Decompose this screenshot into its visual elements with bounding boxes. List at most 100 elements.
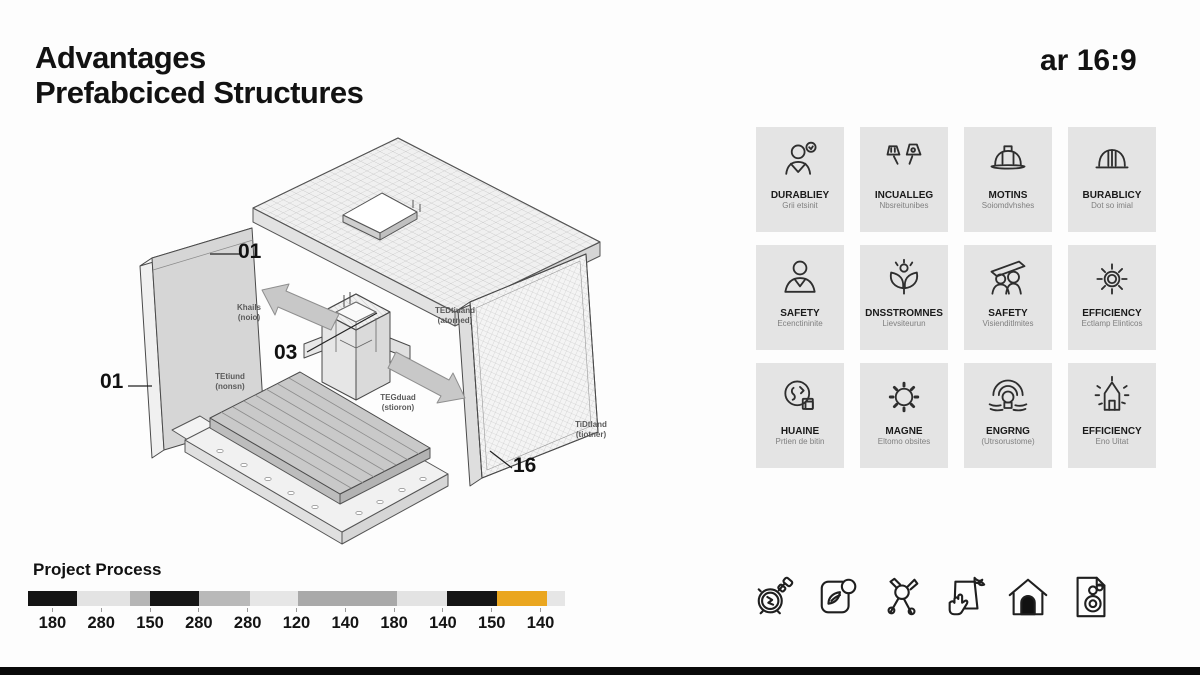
feature-card-title: EFFICIENCY: [1082, 308, 1142, 319]
person-arcs-icon: [985, 373, 1031, 421]
title-line-1: Advantages: [35, 40, 206, 75]
diagram-annotation: TEDtiuand(atorned): [435, 306, 475, 326]
timeline-label-cell: 120: [272, 608, 321, 633]
right-facade-panel: [457, 253, 599, 487]
timeline-tick: [100, 608, 102, 612]
timeline-value: 140: [429, 614, 457, 632]
feature-card-subtitle: Ecenctininite: [777, 319, 823, 328]
timeline-value: 150: [136, 614, 164, 632]
timeline-segment: [130, 591, 150, 606]
timeline-label-cell: 180: [28, 608, 77, 633]
timeline-tick: [149, 608, 151, 612]
timeline-segment: [497, 591, 547, 606]
feature-card-subtitle: Grii etsinit: [782, 201, 818, 210]
feature-card-subtitle: Eltomo obsites: [877, 437, 931, 446]
feature-card-subtitle: Nbsreitunibes: [879, 201, 929, 210]
timeline-value: 120: [282, 614, 311, 632]
pliers-icon: [878, 570, 926, 624]
feature-card-subtitle: Soiomdvhshes: [981, 201, 1035, 210]
timeline-tick: [540, 608, 542, 612]
feature-card[interactable]: ENGRNG(Utrsorustome): [964, 363, 1052, 468]
timeline-segment: [77, 591, 130, 606]
bottom-black-bar: [0, 667, 1200, 675]
exploded-structure-diagram: [128, 137, 601, 545]
feature-card-title: BURABLICY: [1082, 190, 1142, 201]
floor-slab: [171, 371, 449, 545]
timeline-tick: [51, 608, 53, 612]
timeline-tick: [247, 608, 249, 612]
arrow-right-icon: [387, 351, 466, 404]
feature-card-title: SAFETY: [780, 308, 820, 319]
timeline-label-cell: 180: [370, 608, 419, 633]
feature-card-title: DNSSTROMNES: [865, 308, 943, 319]
timeline-title: Project Process: [33, 560, 162, 579]
feature-card-title: HUAINE: [780, 426, 820, 437]
gear-icon: [881, 373, 927, 421]
timeline-value: 140: [331, 614, 360, 632]
timeline-bar: [28, 591, 565, 606]
doc-leaf-icon: [815, 570, 863, 624]
timeline-label-cell: 150: [126, 608, 175, 633]
note-hand-icon: [941, 570, 989, 624]
feature-card-subtitle: Dot so imial: [1091, 201, 1133, 210]
timeline-segment: [150, 591, 199, 606]
timeline-label-cell: 280: [77, 608, 126, 633]
hardhat-knob-icon: [985, 137, 1031, 185]
left-wall-panel: [139, 227, 265, 459]
timeline-value: 150: [477, 614, 506, 632]
leader-lines: [128, 253, 513, 469]
timeline-tick: [295, 608, 297, 612]
timeline-segment: [397, 591, 447, 606]
feature-card-subtitle: (Utrsorustome): [981, 437, 1035, 446]
timeline-label-cell: 280: [223, 608, 272, 633]
lamps-icon: [881, 137, 927, 185]
connector-cube: [303, 292, 411, 401]
plant-icon: [881, 255, 927, 303]
timeline-label-cell: 140: [321, 608, 370, 633]
part-number-label: 01: [100, 370, 124, 393]
timeline-tick: [344, 608, 346, 612]
assembly-arrows: [261, 283, 466, 404]
feature-card-subtitle: Visienditlmites: [982, 319, 1034, 328]
arrow-left-icon: [261, 283, 340, 331]
house-rays-icon: [1089, 373, 1135, 421]
hardhat-ribs-icon: [1089, 137, 1135, 185]
timeline-segment: [28, 591, 77, 606]
footer-icon-row: [752, 570, 1115, 624]
feature-card-title: DURABLIEY: [770, 190, 830, 201]
timeline-value: 180: [38, 614, 67, 632]
feature-card-subtitle: Lievsiteurun: [882, 319, 926, 328]
diagram-annotation: Khails(noio): [236, 303, 261, 323]
timeline-tick: [393, 608, 395, 612]
feature-card-title: MAGNE: [885, 426, 923, 437]
timeline-value: 180: [380, 614, 408, 632]
timeline-segment: [298, 591, 397, 606]
timeline-value: 280: [233, 614, 262, 632]
timeline-tick: [491, 608, 493, 612]
diagram-annotation: TiDtland(tiotner): [575, 420, 607, 440]
shelter-icon: [985, 255, 1031, 303]
timeline-label-cell: 140: [516, 608, 565, 633]
feature-card-subtitle: Prtien de bitin: [775, 437, 825, 446]
timeline-tick: [198, 608, 200, 612]
timeline-value: 140: [526, 614, 555, 632]
globe-tools-icon: [777, 373, 823, 421]
timeline-segment: [547, 591, 565, 606]
timeline-segment: [447, 591, 497, 606]
title-line-2: Prefabciced Structures: [35, 75, 364, 111]
person-badge-icon: [777, 137, 823, 185]
